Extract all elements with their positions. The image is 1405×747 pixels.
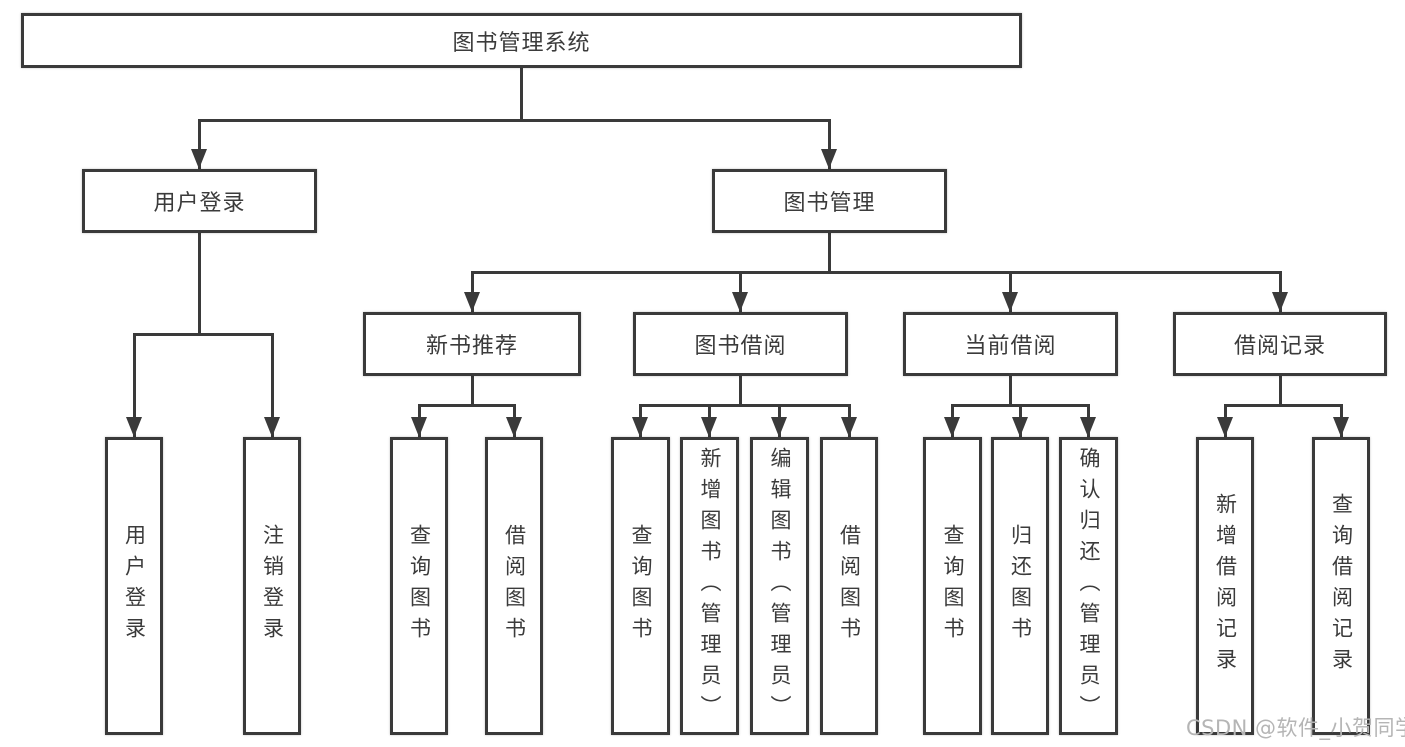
leaf-query-books-recommend-label: 查询图书 [407,524,432,648]
arrow-down-icon [944,417,960,437]
connector-root-bus [198,119,830,122]
connector-user-login-stem [198,233,201,336]
arrow-down-icon [771,417,787,437]
node-borrowing-records: 借阅记录 [1173,312,1387,376]
node-book-management: 图书管理 [712,169,947,233]
arrow-down-icon [1080,417,1096,437]
connector-root-stem [520,68,523,121]
arrow-down-icon [821,149,837,169]
leaf-return-books-label: 归还图书 [1008,524,1033,648]
connector-drop-leaf [271,333,274,437]
connector-drop-level3 [739,271,742,312]
connector-drop-book-management [828,119,831,169]
leaf-user-login-label: 用户登录 [122,524,147,648]
leaf-user-login: 用户登录 [105,437,163,735]
leaf-add-book-admin: 新增图书（管理员） [680,437,739,735]
arrow-down-icon [1333,417,1349,437]
leaf-logout: 注销登录 [243,437,301,735]
leaf-borrow-books-recommend-label: 借阅图书 [502,524,527,648]
arrow-down-icon [701,417,717,437]
arrow-down-icon [1272,292,1288,312]
connector-records-stem [1279,376,1282,407]
connector-drop-level3 [1009,271,1012,312]
leaf-query-books-recommend: 查询图书 [390,437,448,735]
connector-drop-leaf [133,333,136,437]
leaf-borrow-books-borrow: 借阅图书 [820,437,878,735]
connector-recommend-stem [471,376,474,407]
leaf-borrow-books-recommend: 借阅图书 [485,437,543,735]
watermark-text: CSDN @软件_小贺同学 [1186,716,1405,740]
leaf-add-borrow-record-label: 新增借阅记录 [1213,493,1238,679]
arrow-down-icon [1217,417,1233,437]
leaf-query-borrow-record: 查询借阅记录 [1312,437,1370,735]
connector-book-management-stem [828,233,831,274]
arrow-down-icon [506,417,522,437]
leaf-add-borrow-record: 新增借阅记录 [1196,437,1254,735]
node-user-login: 用户登录 [82,169,317,233]
connector-borrowing-stem [739,376,742,407]
connector-records-bus [1224,404,1343,407]
leaf-logout-label: 注销登录 [260,524,285,648]
leaf-query-borrow-record-label: 查询借阅记录 [1329,493,1354,679]
arrow-down-icon [1002,292,1018,312]
connector-borrowing-bus [639,404,851,407]
arrow-down-icon [411,417,427,437]
connector-drop-level3 [471,271,474,312]
node-new-book-recommendation: 新书推荐 [363,312,581,376]
leaf-confirm-return-admin-label: 确认归还（管理员） [1077,446,1101,726]
leaf-confirm-return-admin: 确认归还（管理员） [1059,437,1118,735]
arrow-down-icon [126,417,142,437]
leaf-query-books-borrow-label: 查询图书 [629,524,653,648]
leaf-query-books-current: 查询图书 [923,437,982,735]
connector-book-management-bus [471,271,1282,274]
leaf-return-books: 归还图书 [991,437,1049,735]
arrow-down-icon [732,292,748,312]
connector-current-stem [1009,376,1012,407]
connector-user-login-bus [133,333,274,336]
connector-drop-level3 [1279,271,1282,312]
leaf-edit-book-admin: 编辑图书（管理员） [750,437,809,735]
arrow-down-icon [264,417,280,437]
connector-recommend-bus [418,404,516,407]
arrow-down-icon [841,417,857,437]
leaf-query-books-borrow: 查询图书 [611,437,670,735]
connector-drop-user-login [198,119,201,169]
node-current-borrowing: 当前借阅 [903,312,1118,376]
leaf-query-books-current-label: 查询图书 [941,524,965,648]
node-book-borrowing: 图书借阅 [633,312,848,376]
node-root: 图书管理系统 [21,13,1022,68]
arrow-down-icon [632,417,648,437]
leaf-add-book-admin-label: 新增图书（管理员） [698,446,722,726]
arrow-down-icon [191,149,207,169]
leaf-borrow-books-borrow-label: 借阅图书 [837,524,862,648]
arrow-down-icon [464,292,480,312]
leaf-edit-book-admin-label: 编辑图书（管理员） [768,446,792,726]
arrow-down-icon [1012,417,1028,437]
